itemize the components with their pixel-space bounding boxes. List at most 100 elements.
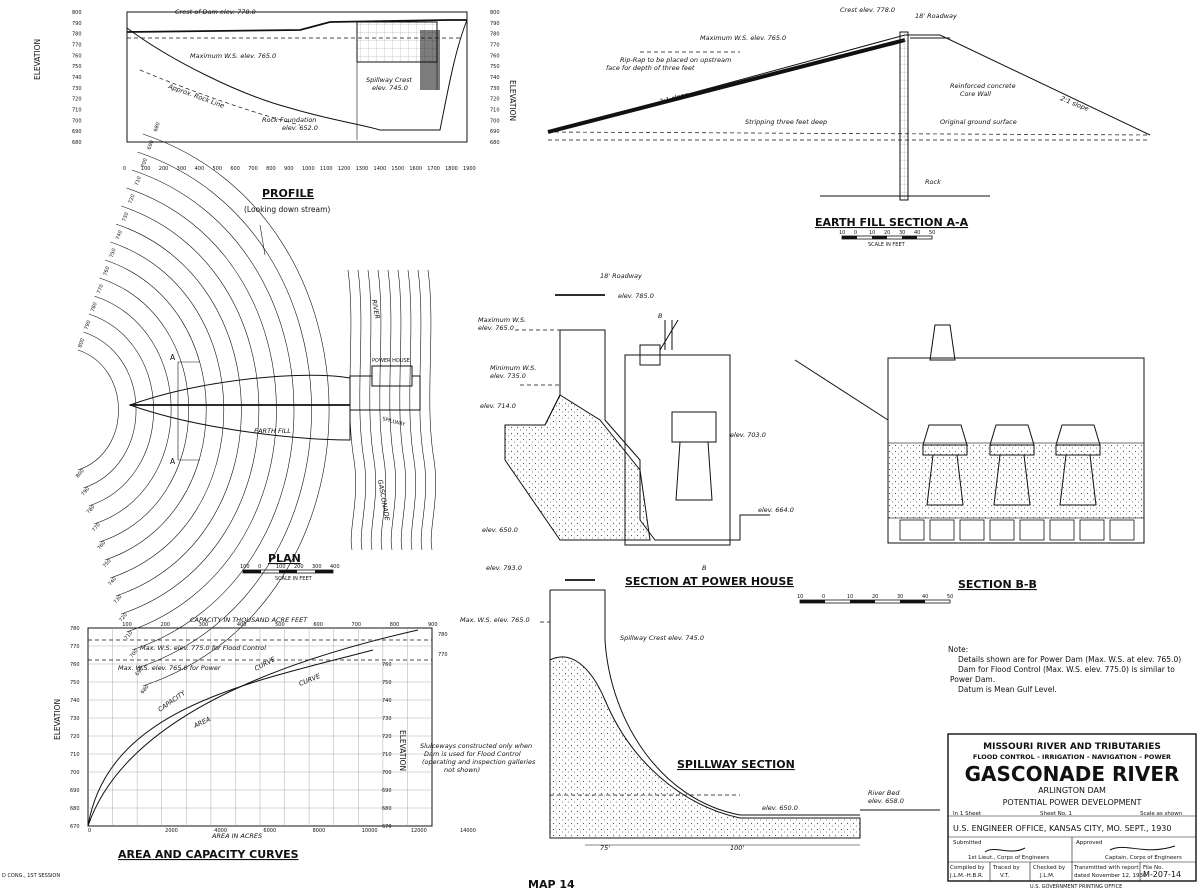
profile-x-tick: 100 [141,166,151,172]
plan-spillway-label: SPILLWAY [381,416,406,428]
bb-turbine [926,454,964,506]
tb-signature-submitted [984,847,1026,853]
bb-scale-tick: 10 [797,594,803,600]
sp-river-bed-2: elev. 658.0 [868,797,904,805]
ph-building [624,354,731,546]
contour-label: 790 [84,320,93,331]
ac-bottom-tick: 10000 [362,828,378,834]
spillway-concrete [549,656,861,839]
profile-y-tick-right: 700 [490,118,500,124]
profile-x-tick: 0 [123,166,126,172]
river-bank-line [367,269,377,551]
tb-dividers [948,815,1196,881]
bb-generator [989,424,1035,446]
ac-top-tick: 400 [237,622,247,628]
profile-x-tick: 800 [266,166,276,172]
river-bank-line [397,269,407,551]
contour-label: 690 [147,140,156,151]
ef-riprap-label-2: face for depth of three feet [606,64,695,72]
profile-y-tick-right: 720 [490,97,500,103]
profile-y-tick: 790 [72,21,82,27]
ph-elev785-label: elev. 785.0 [618,292,654,300]
plan-scale-tick: 100 [240,564,250,570]
ac-bottom-tick: 14000 [460,828,476,834]
sp-elev793-label: elev. 793.0 [486,564,522,572]
ac-curve1-label: CURVE [253,655,277,673]
ef-scale-segment [842,236,857,239]
tb-compiled-value: J.L.M.-H.B.R. [949,873,984,879]
ac-top-tick: 200 [160,622,170,628]
profile-x-tick: 1300 [356,166,369,172]
bb-draft-tube [959,519,985,541]
tb-checked-value: J.L.M. [1039,873,1055,879]
ph-elev703-label: elev. 703.0 [730,431,766,439]
profile-y-tick: 730 [72,86,82,92]
ph-b-marker-bottom: B [702,564,707,572]
profile-elevation-label-right: ELEVATION [508,80,517,121]
plan-scale-tick: 100 [276,564,286,570]
ac-y-tick-right: 710 [382,752,392,758]
contour-line [110,241,225,579]
ac-area-label: AREA [192,715,212,730]
core-wall [899,31,909,201]
ef-scale-segment [872,236,887,239]
ac-y-tick: 690 [70,788,80,794]
contour-label: 720 [118,612,129,623]
ac-y-tick: 740 [70,698,80,704]
contour-line [94,295,172,525]
plan-scale-tick: 0 [258,564,261,570]
profile-max-ws-label: Maximum W.S. elev. 765.0 [190,52,276,60]
profile-powerhouse-block [420,30,440,90]
ef-scale-segment [902,236,917,239]
bb-scale-tick: 0 [822,594,825,600]
profile-y-tick: 770 [72,43,82,49]
ef-slope-up-label: 3:1 slope [658,90,689,105]
profile-rock-line-label: Approx. Rock Line [166,82,225,110]
ac-top-tick: 900 [428,622,438,628]
plan-scale-label: SCALE IN FEET [275,576,313,582]
bb-draft-tube [899,519,925,541]
profile-y-tick-right: 740 [490,75,500,81]
tb-sub-title: 1st Lieut., Corps of Engineers [968,855,1049,861]
profile-y-tick: 710 [72,108,82,114]
sp-sluice-2: Dam is used for Flood Control [424,750,521,758]
profile-x-tick: 600 [230,166,240,172]
profile-x-tick: 400 [195,166,205,172]
earth-fill-scale-label: SCALE IN FEET [868,242,906,248]
profile-crest-line [126,19,467,33]
bb-scale-segment [800,600,825,603]
tb-line-5: POTENTIAL POWER DEVELOPMENT [1003,798,1142,807]
profile-y-tick: 720 [72,97,82,103]
ac-y-tick: 770 [70,644,80,650]
ef-scale-tick: 50 [929,230,935,236]
profile-spillway-label: Spillway Crest [366,76,412,84]
plan-power-house-label: POWER HOUSE [372,358,410,364]
ac-bottom-tick: 6000 [263,828,276,834]
contour-line [104,259,207,561]
contour-label: 740 [107,576,118,587]
profile-y-tick-right: 800 [490,10,500,16]
profile-y-tick: 690 [72,129,82,135]
ph-max-ws-elev: elev. 765.0 [478,324,514,332]
contour-line [99,277,189,543]
spillway-title: SPILLWAY SECTION [677,758,795,771]
tb-line-4: ARLINGTON DAM [1038,786,1106,795]
power-house-title: SECTION AT POWER HOUSE [625,575,794,588]
contour-line [77,349,119,471]
tb-signature-approved [1109,845,1176,851]
ef-core-label-1: Reinforced concrete [950,82,1016,90]
contour-label: 770 [96,284,105,295]
profile-frame [126,11,468,143]
plan-earth-fill-label: EARTH FILL [254,427,291,435]
ef-ground-label: Original ground surface [940,118,1017,126]
plan-scale-tick: 300 [312,564,322,570]
profile-x-tick: 1900 [463,166,476,172]
contour-line [83,331,137,489]
ac-y-tick: 750 [70,680,80,686]
ph-elev714-label: elev. 714.0 [480,402,516,410]
contour-label: 700 [129,648,140,659]
ac-top-tick: 100 [122,622,132,628]
